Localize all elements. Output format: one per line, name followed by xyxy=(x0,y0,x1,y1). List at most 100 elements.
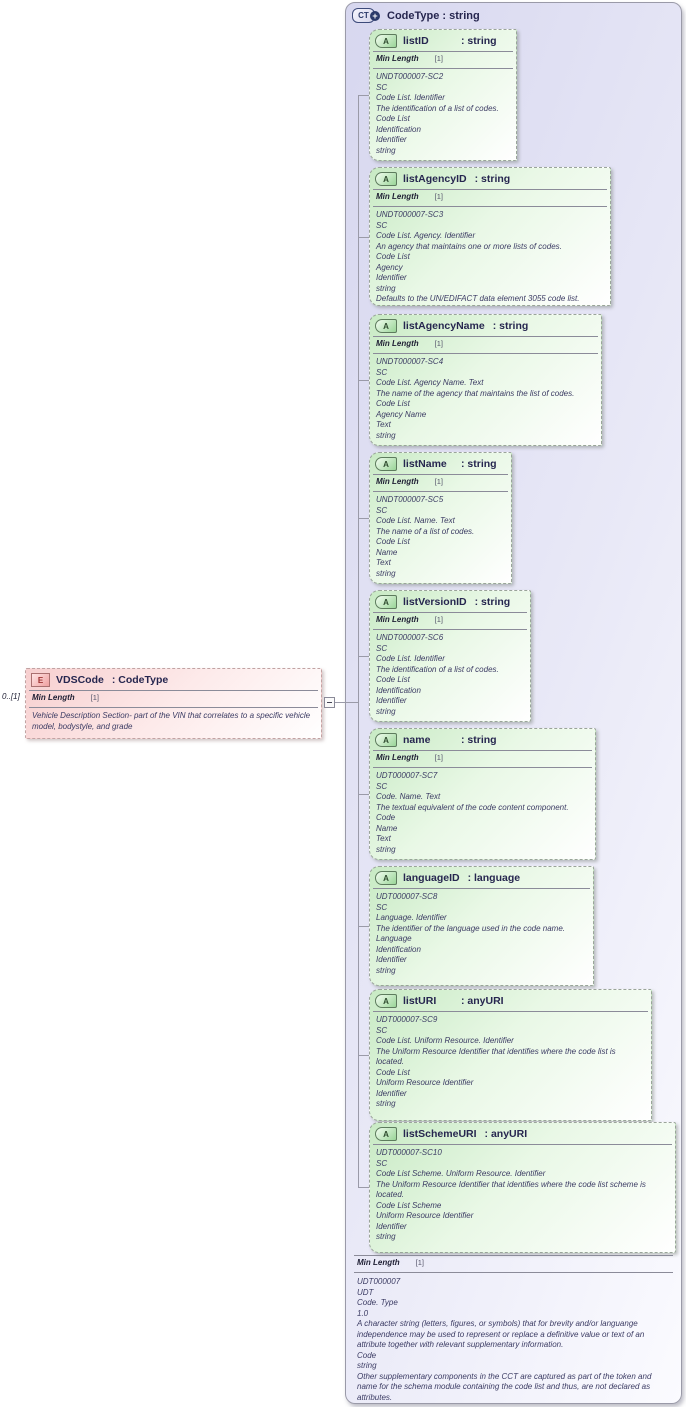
attribute-icon: A xyxy=(375,994,397,1008)
element-icon: E xyxy=(31,673,50,687)
divider xyxy=(373,474,508,475)
minus-icon xyxy=(327,702,332,703)
divider xyxy=(29,707,318,708)
attribute-icon: A xyxy=(375,457,397,471)
connector-stub xyxy=(358,1055,369,1056)
connector-stub xyxy=(358,95,369,96)
attribute-name: listID xyxy=(403,35,429,47)
attribute-name: listName xyxy=(403,458,447,470)
attribute-icon: A xyxy=(375,1127,397,1141)
divider xyxy=(354,1255,673,1256)
attribute-type: : string xyxy=(492,320,529,332)
expand-icon[interactable]: + xyxy=(370,10,380,21)
attribute-listname[interactable]: A listName : string Min Length [1] UNDT0… xyxy=(369,452,512,584)
attribute-languageid[interactable]: A languageID : language UDT000007-SC8 SC… xyxy=(369,866,594,986)
element-name: VDSCode xyxy=(56,674,104,686)
divider xyxy=(373,353,598,354)
attribute-header: A listURI : anyURI xyxy=(370,990,651,1010)
attribute-type: : language xyxy=(467,872,521,884)
attribute-type: : string xyxy=(474,173,511,185)
divider xyxy=(373,189,607,190)
facet-name: Min Length xyxy=(376,615,419,624)
facet-row: Min Length [1] xyxy=(351,1257,676,1271)
attribute-annotation: UDT000007-SC7 SC Code. Name. Text The te… xyxy=(376,771,569,854)
attribute-type: : string xyxy=(461,35,497,47)
facet-value: [1] xyxy=(415,1258,424,1267)
complextype-icon[interactable]: CT + xyxy=(352,8,380,23)
element-facet-row: Min Length [1] xyxy=(26,692,321,706)
facet-value: [1] xyxy=(434,477,443,486)
divider xyxy=(373,68,513,69)
connector-stub xyxy=(358,794,369,795)
attribute-icon: A xyxy=(375,871,397,885)
attribute-listversionid[interactable]: A listVersionID : string Min Length [1] … xyxy=(369,590,531,722)
facet-name: Min Length xyxy=(376,192,419,201)
facet-value: [1] xyxy=(434,753,443,762)
facet-value: [1] xyxy=(434,54,443,63)
attribute-listuri[interactable]: A listURI : anyURI UDT000007-SC9 SC Code… xyxy=(369,989,652,1121)
divider xyxy=(373,888,590,889)
facet-value: [1] xyxy=(434,615,443,624)
facet-row: Min Length [1] xyxy=(370,614,530,628)
connector-stub xyxy=(358,1187,369,1188)
divider xyxy=(29,690,318,691)
facet-name: Min Length xyxy=(376,54,419,63)
connector-stub xyxy=(358,380,369,381)
attribute-listschemeuri[interactable]: A listSchemeURI : anyURI UDT000007-SC10 … xyxy=(369,1122,676,1253)
divider xyxy=(373,767,592,768)
element-type: : CodeType xyxy=(111,674,169,686)
attribute-annotation: UNDT000007-SC3 SC Code List. Agency. Ide… xyxy=(376,210,580,303)
complextype-annotation: UDT000007 UDT Code. Type 1.0 A character… xyxy=(357,1277,652,1402)
attribute-header: A listAgencyName : string xyxy=(370,315,601,335)
divider xyxy=(373,336,598,337)
attribute-name: listAgencyID xyxy=(403,173,467,185)
attribute-icon: A xyxy=(375,319,397,333)
attribute-listagencyid[interactable]: A listAgencyID : string Min Length [1] U… xyxy=(369,167,611,306)
attribute-type: : string xyxy=(474,596,511,608)
complextype-codetype[interactable]: CT + CodeType : string A listID : string… xyxy=(345,2,682,1404)
facet-value: [1] xyxy=(434,339,443,348)
attribute-name: listVersionID xyxy=(403,596,467,608)
attribute-annotation: UDT000007-SC9 SC Code List. Uniform Reso… xyxy=(376,1015,616,1108)
attribute-header: A name : string xyxy=(370,729,595,749)
divider xyxy=(373,491,508,492)
complextype-header: CT + CodeType : string xyxy=(346,3,681,26)
facet-name: Min Length xyxy=(376,477,419,486)
connector-stub xyxy=(358,926,369,927)
facet-row: Min Length [1] xyxy=(370,476,511,490)
connector-stub xyxy=(358,518,369,519)
divider xyxy=(373,1011,648,1012)
element-vdscode[interactable]: E VDSCode : CodeType Min Length [1] Vehi… xyxy=(25,668,322,739)
attribute-listid[interactable]: A listID : string Min Length [1] UNDT000… xyxy=(369,29,517,161)
connector-trunk xyxy=(358,95,359,1187)
attribute-annotation: UNDT000007-SC6 SC Code List. Identifier … xyxy=(376,633,499,716)
attribute-annotation: UDT000007-SC8 SC Language. Identifier Th… xyxy=(376,892,566,975)
connector-line xyxy=(335,702,358,703)
divider xyxy=(373,612,527,613)
element-header: E VDSCode : CodeType xyxy=(26,669,321,689)
divider xyxy=(373,750,592,751)
facet-name: Min Length xyxy=(376,339,419,348)
attribute-header: A listVersionID : string xyxy=(370,591,530,611)
collapse-toggle[interactable] xyxy=(324,697,335,708)
attribute-header: A languageID : language xyxy=(370,867,593,887)
divider xyxy=(373,629,527,630)
attribute-name-attr[interactable]: A name : string Min Length [1] UDT000007… xyxy=(369,728,596,860)
attribute-icon: A xyxy=(375,34,397,48)
facet-name: Min Length xyxy=(357,1258,400,1267)
attribute-listagencyname[interactable]: A listAgencyName : string Min Length [1]… xyxy=(369,314,602,446)
attribute-type: : anyURI xyxy=(461,995,504,1007)
facet-row: Min Length [1] xyxy=(370,338,601,352)
attribute-annotation: UNDT000007-SC5 SC Code List. Name. Text … xyxy=(376,495,475,578)
connector-stub xyxy=(358,656,369,657)
connector-stub xyxy=(358,237,369,238)
attribute-icon: A xyxy=(375,733,397,747)
facet-row: Min Length [1] xyxy=(370,191,610,205)
divider xyxy=(354,1272,673,1273)
attribute-header: A listSchemeURI : anyURI xyxy=(370,1123,675,1143)
attribute-type: : string xyxy=(461,734,497,746)
attribute-type: : anyURI xyxy=(484,1128,528,1140)
facet-value: [1] xyxy=(434,192,443,201)
divider xyxy=(373,1144,672,1145)
